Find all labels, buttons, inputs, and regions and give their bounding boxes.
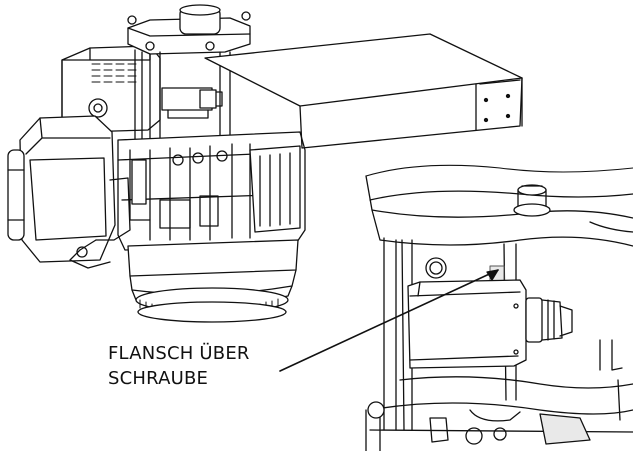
callout-label: FLANSCH ÜBER SCHRAUBE [108, 341, 250, 391]
engine-vent-slots [92, 64, 136, 82]
discharge-chute [205, 34, 522, 148]
detail-view [362, 165, 633, 451]
cable-gland [526, 298, 572, 342]
callout-line-2: SCHRAUBE [108, 368, 209, 389]
flange-box [408, 280, 526, 368]
top-bolt [514, 185, 550, 216]
callout-line-1: FLANSCH ÜBER [108, 343, 250, 364]
callout-leader [280, 270, 498, 371]
motor-assembly [8, 5, 305, 322]
